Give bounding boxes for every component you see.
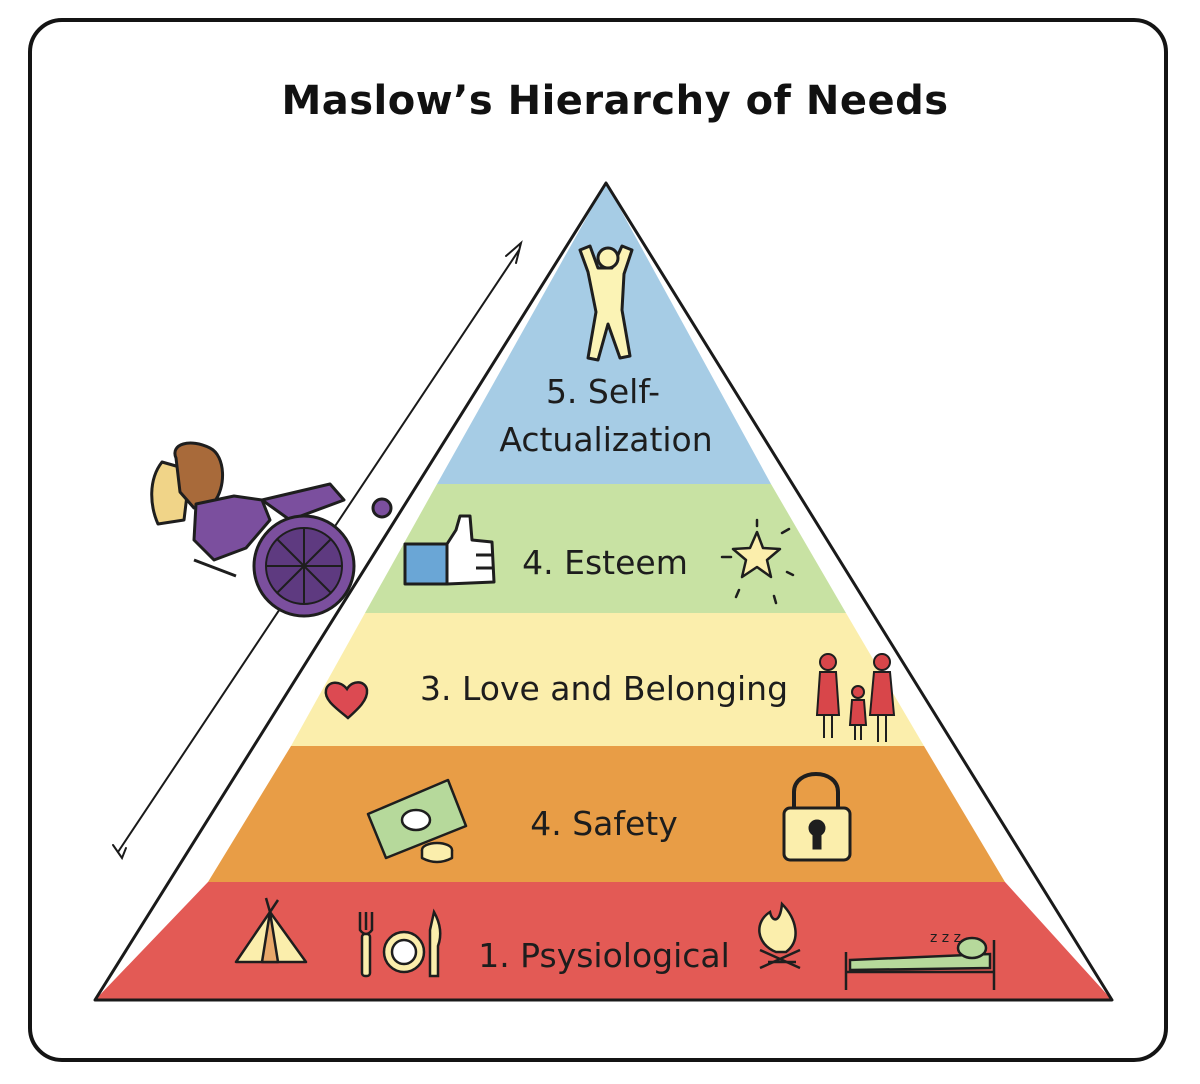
level-4-label: 4. Esteem bbox=[522, 543, 688, 582]
diagram-title: Maslow’s Hierarchy of Needs bbox=[281, 78, 949, 124]
money-icon bbox=[366, 778, 468, 864]
person-arms-raised-icon bbox=[578, 244, 634, 362]
campfire-icon bbox=[758, 901, 801, 970]
level-5-label-line2: Actualization bbox=[499, 420, 712, 459]
thumbs-up-icon bbox=[403, 514, 496, 586]
level-3-band bbox=[291, 613, 924, 746]
level-5-label-line1: 5. Self- bbox=[546, 372, 660, 411]
bed-icon: z z z bbox=[844, 930, 996, 990]
tent-icon bbox=[234, 897, 308, 964]
plate-cutlery-icon bbox=[358, 908, 442, 978]
heart-icon bbox=[324, 681, 369, 720]
level-2-label: 4. Safety bbox=[530, 804, 678, 843]
padlock-icon bbox=[782, 772, 852, 862]
diagram-frame bbox=[28, 18, 1168, 1062]
star-icon bbox=[720, 518, 795, 605]
level-3-label: 3. Love and Belonging bbox=[420, 669, 788, 708]
level-1-label: 1. Psysiological bbox=[478, 936, 730, 975]
pyramid-outline bbox=[93, 181, 1114, 1002]
family-icon bbox=[815, 653, 896, 742]
svg-text:z z z: z z z bbox=[930, 930, 961, 946]
wheelchair-user-icon bbox=[150, 441, 393, 618]
